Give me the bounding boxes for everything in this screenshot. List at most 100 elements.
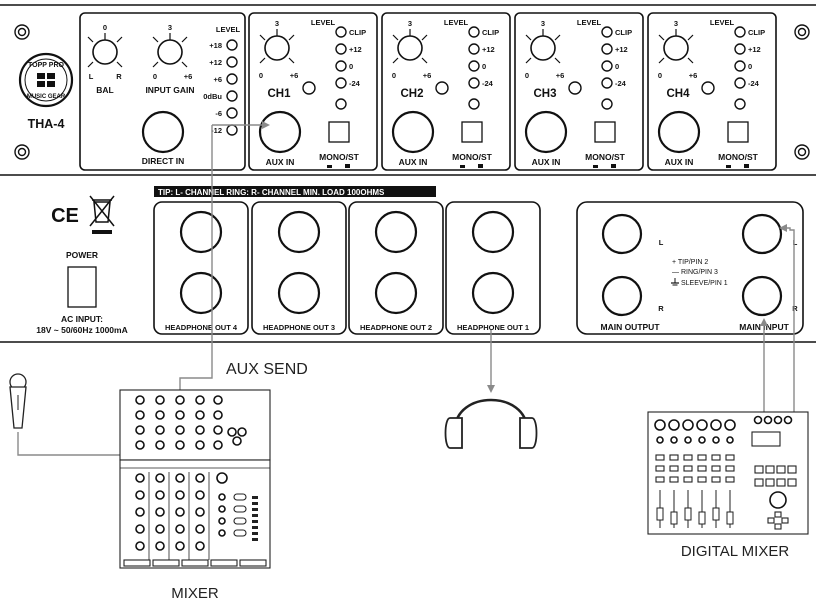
- channel-level-title: LEVEL: [710, 18, 735, 27]
- mono-st-switch[interactable]: [328, 121, 350, 143]
- ce-mark: CE: [51, 205, 79, 227]
- channel-level-led: [734, 60, 746, 72]
- headphone-jack-top[interactable]: [277, 210, 321, 254]
- mono-st-label: MONO/ST: [319, 152, 359, 162]
- legend-tip: + TIP/PIN 2: [672, 259, 708, 266]
- weee-bin-icon: [89, 195, 115, 234]
- microphone-icon: [9, 373, 27, 429]
- master-level-led: [226, 73, 238, 85]
- headphone-jack-top[interactable]: [471, 210, 515, 254]
- main-io-section: L R L R MAIN OUTPUT MAIN INPUT + TIP/PIN…: [576, 201, 804, 335]
- main-output-left-jack[interactable]: [601, 213, 643, 255]
- headphone-jack-top[interactable]: [179, 210, 223, 254]
- headphone-out-4: HEADPHONE OUT 4: [153, 201, 249, 335]
- headphone-jack-bottom[interactable]: [471, 271, 515, 315]
- bal-knob[interactable]: [87, 33, 123, 68]
- main-input-left-jack[interactable]: [741, 213, 783, 255]
- headphone-jack-bottom[interactable]: [179, 271, 223, 315]
- channel-level-led: [468, 43, 480, 55]
- main-output-right-jack[interactable]: [601, 275, 643, 317]
- main-output-label: MAIN OUTPUT: [600, 322, 660, 332]
- channel-level-title: LEVEL: [444, 18, 469, 27]
- rear-panel: CE POWER AC INPUT: 18V ~ 50/60Hz 1000mA …: [0, 186, 816, 343]
- channel-knob-mark-top: 3: [408, 19, 412, 28]
- input-gain-knob[interactable]: [152, 33, 188, 68]
- main-input-right-jack[interactable]: [741, 275, 783, 317]
- mixer-channel-knob: [175, 507, 185, 517]
- bal-mark-top: 0: [103, 23, 107, 32]
- channel-level-title: LEVEL: [577, 18, 602, 27]
- headphone-jack-top[interactable]: [374, 210, 418, 254]
- channel-level-led: [734, 26, 746, 38]
- master-section: 0 L R BAL 3 0 +6 INPUT GAIN LEVEL +18+12…: [79, 12, 246, 171]
- channel-signal-led: [568, 81, 582, 95]
- channel-name: CH3: [533, 88, 556, 100]
- rack-screw-bottom-left: [14, 144, 30, 160]
- mixer-channel-knob: [135, 541, 145, 551]
- mixer-channel-knob: [155, 490, 165, 500]
- dmix-fader: [670, 511, 678, 525]
- ac-input-line1: AC INPUT:: [61, 314, 103, 324]
- rack-screw-top-left: [14, 24, 30, 40]
- aux-send-label: AUX SEND: [226, 361, 308, 378]
- dmix-knob: [654, 419, 666, 431]
- channel-level-knob[interactable]: [525, 29, 561, 64]
- channel-extra-led: [335, 98, 347, 110]
- master-led-label: 0dBu: [203, 92, 222, 101]
- channel-led-label: 0: [748, 62, 752, 71]
- channel-level-led: [734, 43, 746, 55]
- channel-led-label: CLIP: [615, 28, 632, 37]
- aux-in-jack[interactable]: [258, 110, 302, 154]
- channel-knob-mark-top: 3: [541, 19, 545, 28]
- channel-level-knob[interactable]: [658, 29, 694, 64]
- power-connector[interactable]: [67, 266, 97, 308]
- channel-name: CH4: [666, 88, 690, 100]
- legend-ring: — RING/PIN 3: [672, 269, 718, 276]
- ac-input-line2: 18V ~ 50/60Hz 1000mA: [36, 325, 127, 335]
- aux-in-label: AUX IN: [532, 157, 561, 167]
- headphone-jack-bottom[interactable]: [374, 271, 418, 315]
- mixer-aux-knob: [213, 410, 223, 420]
- dmix-fader: [712, 507, 720, 521]
- aux-in-jack[interactable]: [524, 110, 568, 154]
- mono-st-switch[interactable]: [461, 121, 483, 143]
- mixer-top-knob: [155, 410, 165, 420]
- direct-in-jack[interactable]: [141, 110, 185, 154]
- channel-led-label: +12: [615, 45, 628, 54]
- master-level-title: LEVEL: [216, 25, 241, 34]
- mixer-top-knob: [155, 440, 165, 450]
- master-led-label: +18: [209, 41, 222, 50]
- channel-level-knob[interactable]: [259, 29, 295, 64]
- headphone-out-1: HEADPHONE OUT 1: [445, 201, 541, 335]
- channel-level-knob[interactable]: [392, 29, 428, 64]
- headphone-out-label: HEADPHONE OUT 4: [165, 323, 238, 332]
- headphone-jack-bottom[interactable]: [277, 271, 321, 315]
- mixer-top-knob: [195, 440, 205, 450]
- gain-mark-right: +6: [184, 72, 193, 81]
- mono-st-switch[interactable]: [727, 121, 749, 143]
- channel-knob-mark-left: 0: [658, 71, 662, 80]
- mixer-aux-knob: [213, 440, 223, 450]
- channel-knob-mark-right: +6: [689, 71, 698, 80]
- channel-level-led: [734, 77, 746, 89]
- mixer-channel-knob: [175, 473, 185, 483]
- direct-in-label: DIRECT IN: [142, 156, 185, 166]
- tip-note-bar: [154, 186, 436, 197]
- channel-knob-mark-left: 0: [525, 71, 529, 80]
- mono-st-switch[interactable]: [594, 121, 616, 143]
- bal-label: BAL: [96, 85, 113, 95]
- input-gain-label: INPUT GAIN: [145, 85, 194, 95]
- mixer-channel-knob: [155, 473, 165, 483]
- mixer-top-knob: [175, 440, 185, 450]
- aux-in-jack[interactable]: [657, 110, 701, 154]
- channel-knob-mark-left: 0: [392, 71, 396, 80]
- master-level-led: [226, 124, 238, 136]
- channel-level-led: [601, 60, 613, 72]
- channel-extra-led: [468, 98, 480, 110]
- digital-mixer-label: DIGITAL MIXER: [681, 543, 790, 560]
- main-output-right-mark: R: [658, 304, 664, 313]
- aux-in-jack[interactable]: [391, 110, 435, 154]
- channel-level-led: [601, 77, 613, 89]
